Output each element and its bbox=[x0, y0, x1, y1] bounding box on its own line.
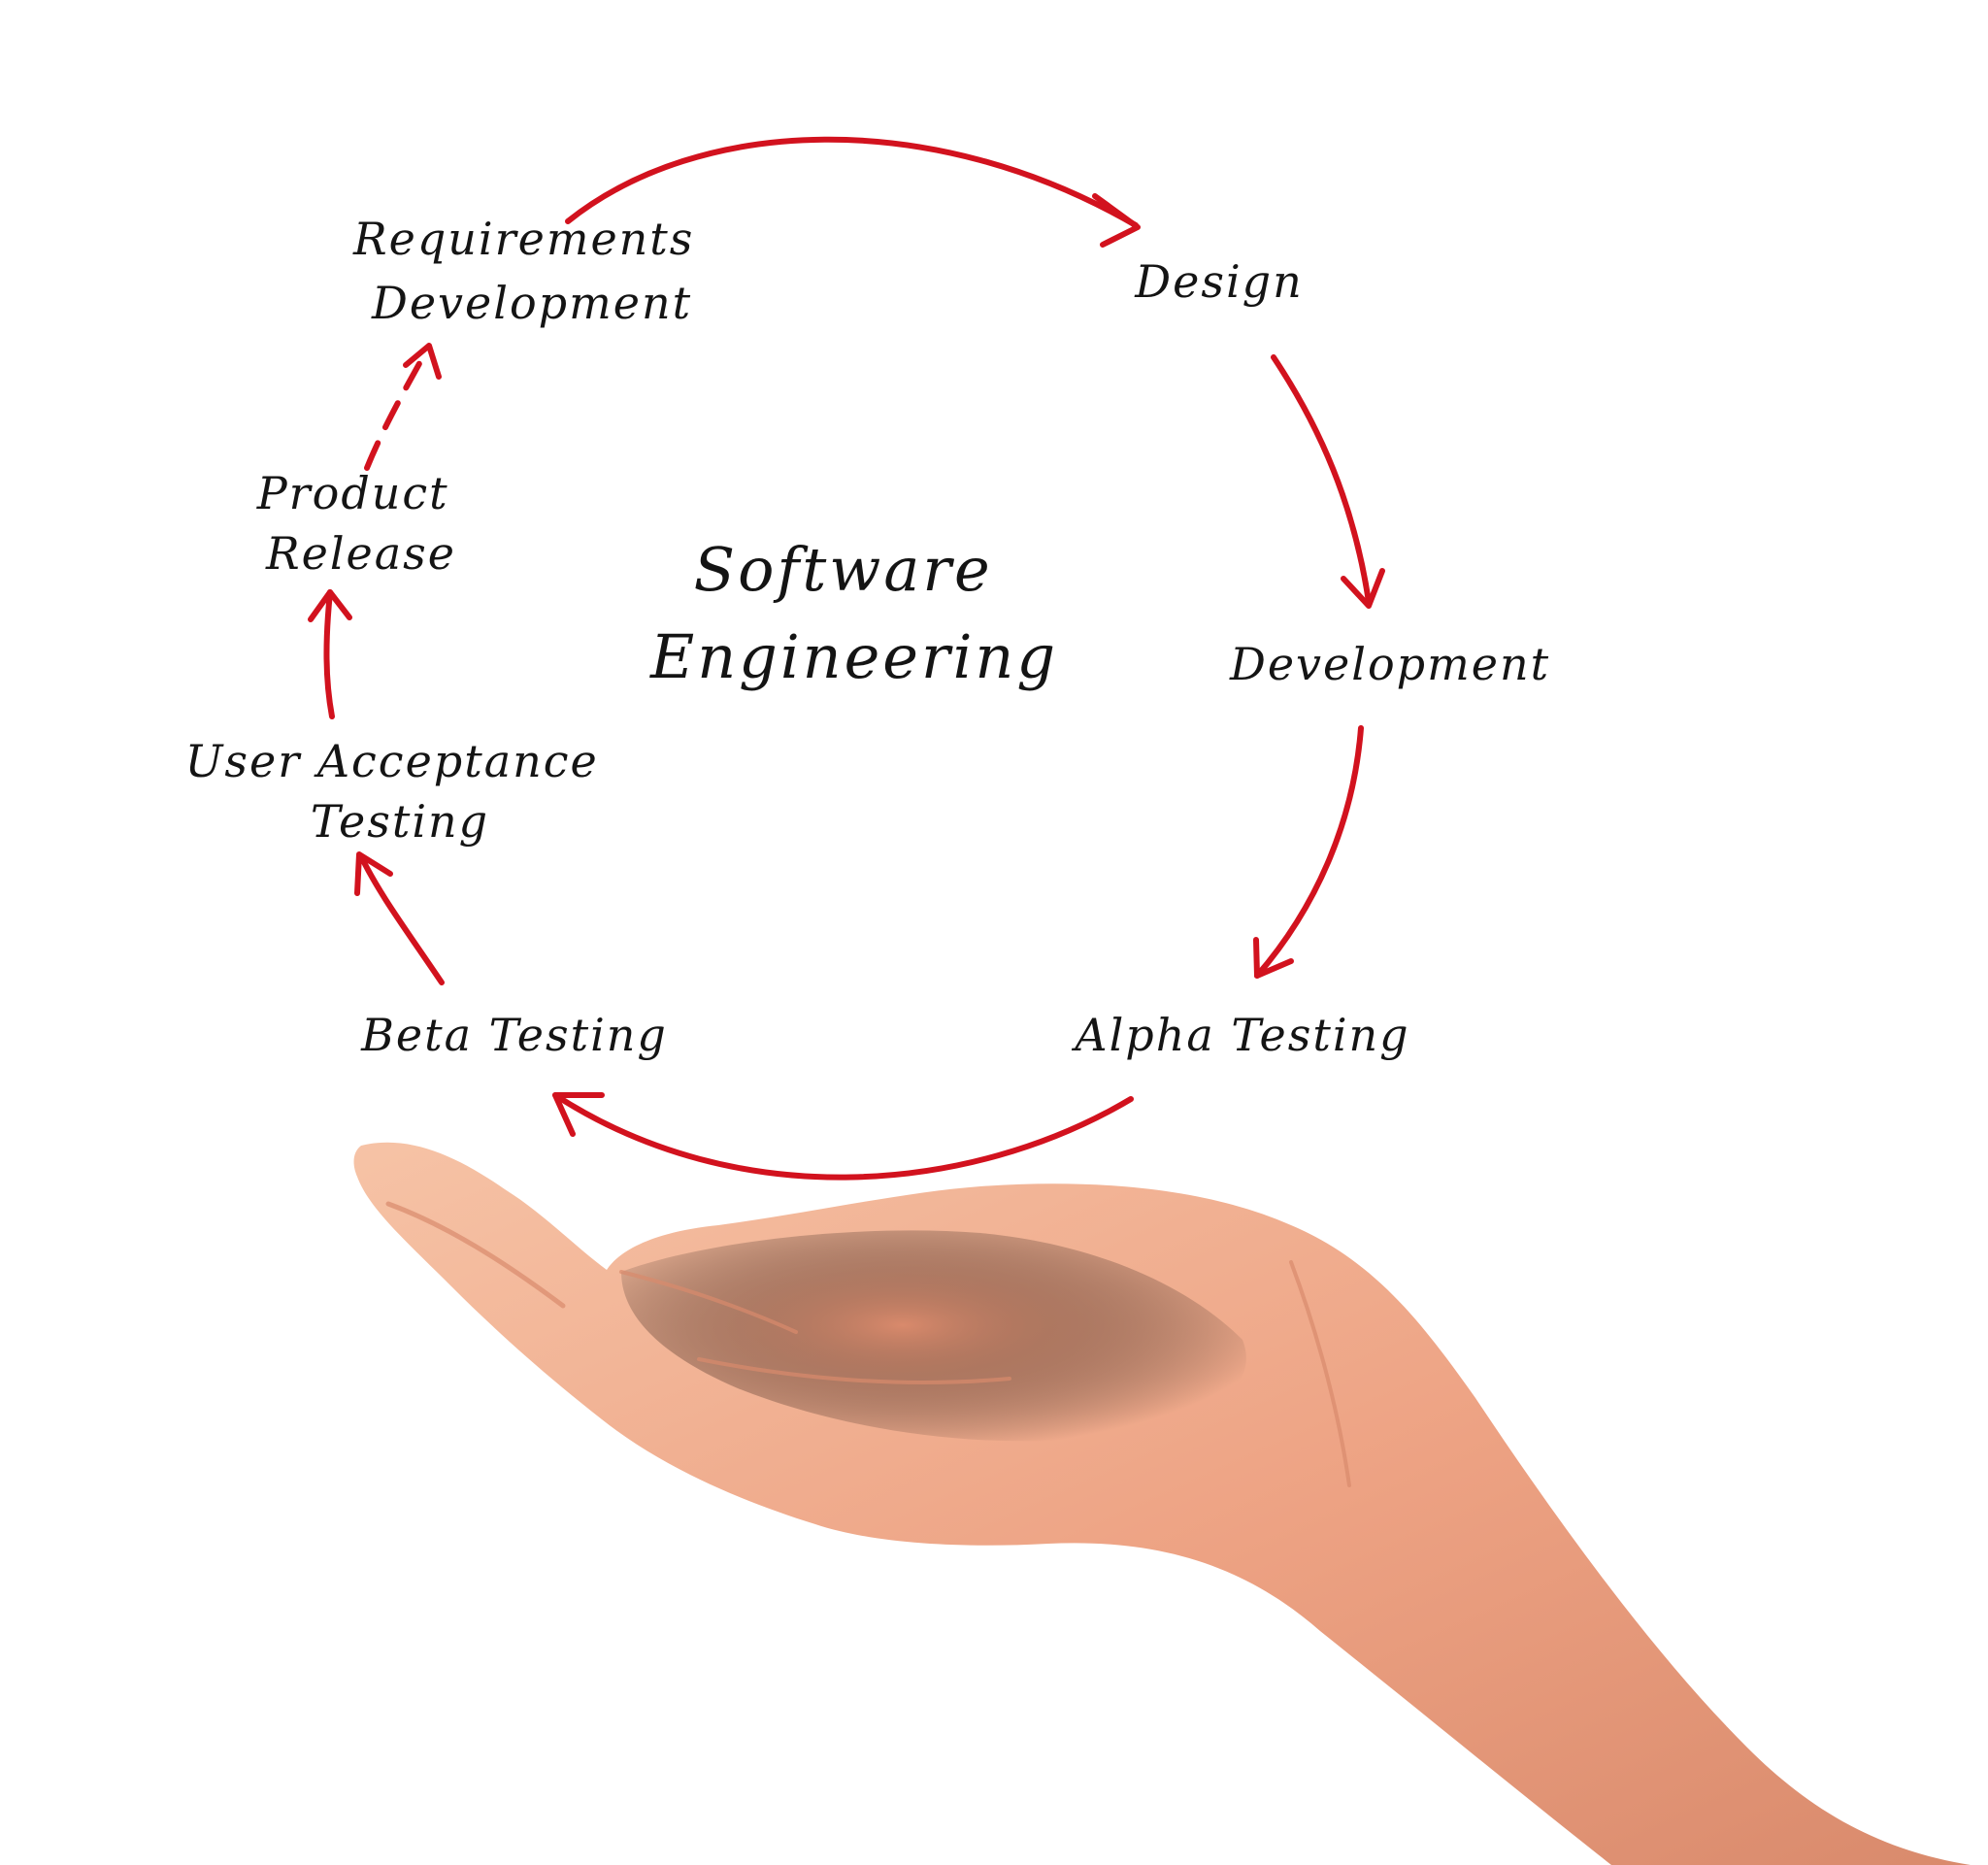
thumb-crease bbox=[385, 1201, 566, 1309]
node-uat-line-1: User Acceptance bbox=[185, 735, 599, 787]
center-title-line-2: Engineering bbox=[649, 621, 1058, 692]
arrow-development-to-alpha bbox=[1254, 725, 1364, 979]
node-requirements-line-2: Development bbox=[371, 277, 692, 329]
arrow-release-to-requirements-dashed bbox=[364, 347, 430, 471]
arrowhead-development bbox=[1341, 568, 1385, 609]
finger-crease bbox=[619, 1270, 798, 1334]
hand-silhouette bbox=[353, 1142, 1971, 1865]
arrowhead-release bbox=[308, 589, 352, 622]
node-development-line-1: Development bbox=[1229, 638, 1550, 690]
node-product-release: Product Release bbox=[256, 467, 466, 580]
arrow-design-to-development bbox=[1271, 354, 1372, 605]
palm-crease bbox=[697, 1357, 1011, 1384]
arrow-uat-to-release bbox=[323, 589, 335, 719]
open-palm-hand-illustration bbox=[353, 1142, 1971, 1865]
node-development: Development bbox=[1229, 638, 1550, 690]
palm-shading bbox=[621, 1230, 1246, 1442]
arrowhead-alpha bbox=[1253, 937, 1294, 979]
arrow-requirements-to-design bbox=[565, 136, 1139, 228]
center-title-line-1: Software bbox=[694, 534, 993, 605]
node-user-acceptance-testing: User Acceptance Testing bbox=[185, 735, 615, 848]
arrowhead-beta bbox=[552, 1092, 605, 1137]
node-requirements-development: Requirements Development bbox=[352, 213, 711, 329]
center-title: Software Engineering bbox=[649, 534, 1058, 692]
arrowhead-requirements bbox=[403, 343, 442, 380]
arrow-alpha-to-beta bbox=[552, 1092, 1134, 1181]
node-requirements-line-1: Requirements bbox=[352, 213, 694, 265]
cycle-arrows bbox=[308, 136, 1385, 1181]
node-uat-line-2: Testing bbox=[311, 795, 489, 848]
arrow-beta-to-uat bbox=[358, 853, 445, 985]
node-design: Design bbox=[1134, 255, 1304, 308]
node-alpha-testing: Alpha Testing bbox=[1071, 1009, 1409, 1061]
node-beta-testing: Beta Testing bbox=[360, 1009, 668, 1061]
arrowhead-uat bbox=[354, 851, 393, 896]
node-alpha-line-1: Alpha Testing bbox=[1071, 1009, 1409, 1061]
node-release-line-2: Release bbox=[265, 527, 456, 580]
arrowhead-design bbox=[1092, 193, 1141, 248]
node-release-line-1: Product bbox=[256, 467, 449, 519]
wrist-crease bbox=[1289, 1260, 1351, 1487]
node-design-line-1: Design bbox=[1134, 255, 1304, 308]
node-beta-line-1: Beta Testing bbox=[360, 1009, 668, 1061]
